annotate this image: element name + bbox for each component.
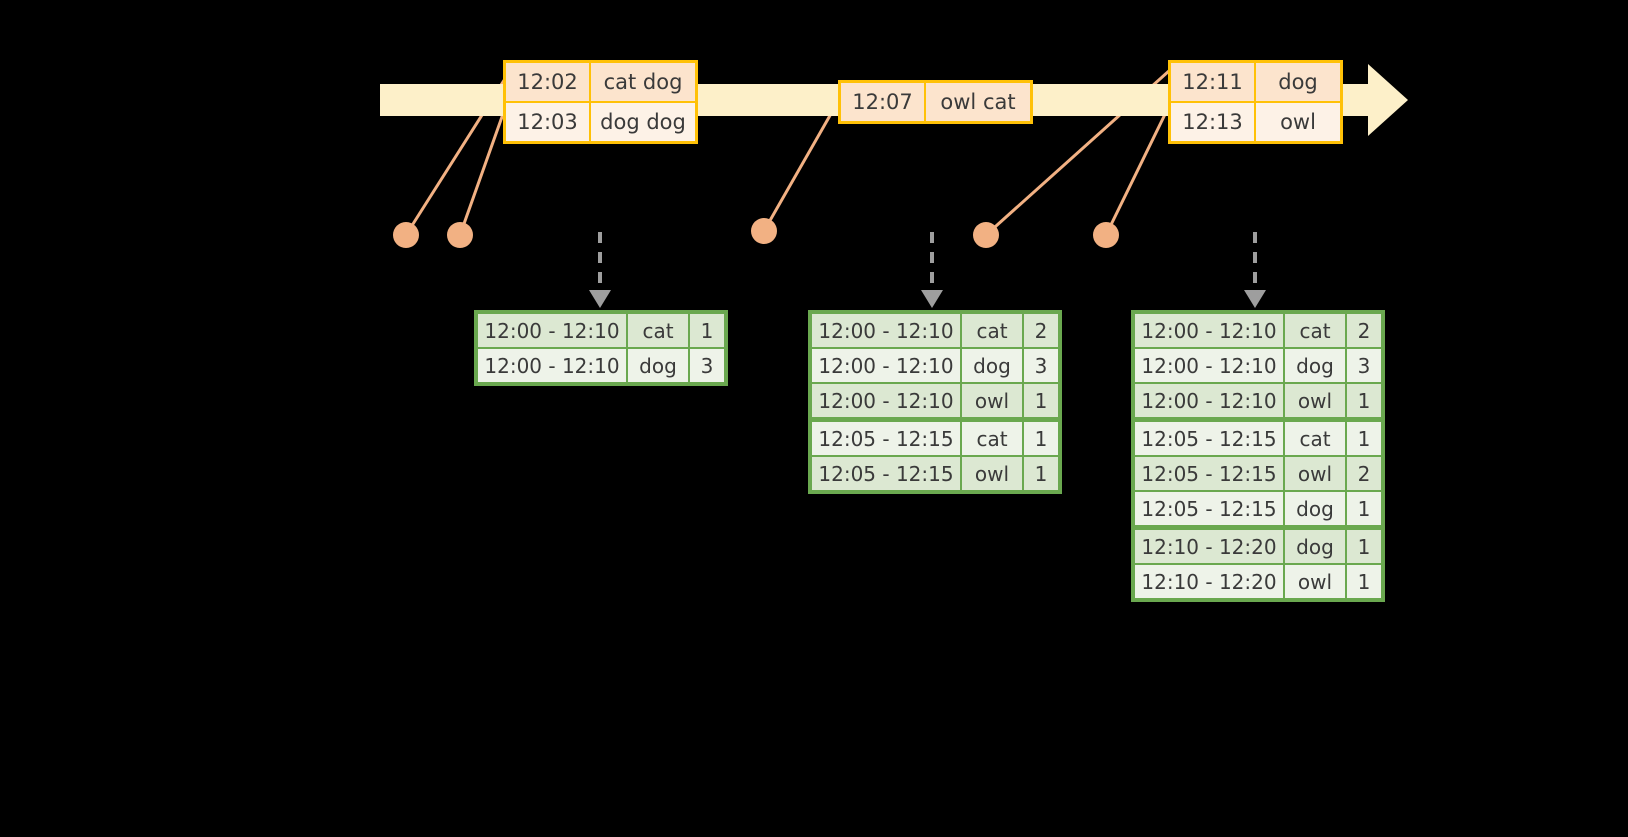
window-cell: 12:00 - 12:10 — [1135, 314, 1283, 347]
link-line-2 — [458, 99, 510, 236]
count-cell: 3 — [1345, 349, 1381, 382]
event-row[interactable]: 12:11 dog — [1171, 63, 1340, 101]
count-cell: 1 — [1345, 384, 1381, 417]
table-row[interactable]: 12:00 - 12:10 owl 1 — [812, 382, 1058, 417]
window-cell: 12:05 - 12:15 — [1135, 457, 1283, 490]
table-row[interactable]: 12:00 - 12:10 owl 1 — [1135, 382, 1381, 417]
table-row[interactable]: 12:10 - 12:20 dog 1 — [1135, 525, 1381, 563]
window-cell: 12:00 - 12:10 — [812, 349, 960, 382]
event-time: 12:03 — [506, 103, 591, 141]
event-row[interactable]: 12:02 cat dog — [506, 63, 695, 101]
count-cell: 3 — [688, 349, 724, 382]
key-cell: dog — [960, 349, 1022, 382]
key-cell: dog — [1283, 492, 1345, 525]
result-table-3[interactable]: 12:00 - 12:10 cat 2 12:00 - 12:10 dog 3 … — [1131, 310, 1385, 602]
emit-arrow-shafts — [598, 232, 1257, 292]
event-value: cat dog — [591, 63, 695, 101]
event-marker-3[interactable] — [751, 218, 777, 244]
event-group-2[interactable]: 12:07 owl cat — [838, 80, 1033, 124]
key-cell: cat — [1283, 422, 1345, 455]
count-cell: 1 — [1022, 422, 1058, 455]
timeline-arrowhead-icon — [1368, 64, 1408, 136]
link-line-3 — [762, 97, 842, 232]
key-cell: owl — [1283, 457, 1345, 490]
key-cell: dog — [1283, 530, 1345, 563]
event-group-1[interactable]: 12:02 cat dog 12:03 dog dog — [503, 60, 698, 144]
window-cell: 12:05 - 12:15 — [1135, 422, 1283, 455]
event-marker-5[interactable] — [1093, 222, 1119, 248]
key-cell: owl — [1283, 565, 1345, 598]
table-row[interactable]: 12:05 - 12:15 owl 2 — [1135, 455, 1381, 490]
window-cell: 12:00 - 12:10 — [1135, 384, 1283, 417]
key-cell: dog — [626, 349, 688, 382]
window-cell: 12:05 - 12:15 — [812, 457, 960, 490]
count-cell: 1 — [1345, 422, 1381, 455]
event-marker-1[interactable] — [393, 222, 419, 248]
window-cell: 12:05 - 12:15 — [1135, 492, 1283, 525]
event-row[interactable]: 12:07 owl cat — [841, 83, 1030, 121]
result-table-1[interactable]: 12:00 - 12:10 cat 1 12:00 - 12:10 dog 3 — [474, 310, 728, 386]
window-cell: 12:00 - 12:10 — [478, 314, 626, 347]
table-row[interactable]: 12:10 - 12:20 owl 1 — [1135, 563, 1381, 598]
count-cell: 1 — [1345, 565, 1381, 598]
emit-arrow-heads — [589, 290, 1266, 308]
window-cell: 12:00 - 12:10 — [812, 384, 960, 417]
event-value: owl — [1256, 103, 1340, 141]
table-row[interactable]: 12:05 - 12:15 dog 1 — [1135, 490, 1381, 525]
table-row[interactable]: 12:05 - 12:15 cat 1 — [1135, 417, 1381, 455]
event-value: dog dog — [591, 103, 695, 141]
window-cell: 12:10 - 12:20 — [1135, 565, 1283, 598]
table-row[interactable]: 12:00 - 12:10 cat 2 — [812, 314, 1058, 347]
count-cell: 1 — [1022, 457, 1058, 490]
event-marker-4[interactable] — [973, 222, 999, 248]
event-row[interactable]: 12:13 owl — [1171, 101, 1340, 141]
key-cell: owl — [960, 457, 1022, 490]
event-group-3[interactable]: 12:11 dog 12:13 owl — [1168, 60, 1343, 144]
event-marker-2[interactable] — [447, 222, 473, 248]
emit-arrow-2-head — [921, 290, 943, 308]
window-cell: 12:10 - 12:20 — [1135, 530, 1283, 563]
event-time: 12:11 — [1171, 63, 1256, 101]
key-cell: cat — [626, 314, 688, 347]
window-cell: 12:05 - 12:15 — [812, 422, 960, 455]
count-cell: 1 — [1345, 530, 1381, 563]
event-value: dog — [1256, 63, 1340, 101]
count-cell: 1 — [1345, 492, 1381, 525]
event-time: 12:02 — [506, 63, 591, 101]
window-cell: 12:00 - 12:10 — [812, 314, 960, 347]
emit-arrow-3-head — [1244, 290, 1266, 308]
table-row[interactable]: 12:00 - 12:10 cat 2 — [1135, 314, 1381, 347]
event-time: 12:13 — [1171, 103, 1256, 141]
count-cell: 2 — [1345, 314, 1381, 347]
event-row[interactable]: 12:03 dog dog — [506, 101, 695, 141]
window-cell: 12:00 - 12:10 — [1135, 349, 1283, 382]
link-line-5 — [1104, 99, 1174, 236]
count-cell: 2 — [1022, 314, 1058, 347]
table-row[interactable]: 12:05 - 12:15 cat 1 — [812, 417, 1058, 455]
key-cell: owl — [960, 384, 1022, 417]
key-cell: cat — [960, 314, 1022, 347]
window-cell: 12:00 - 12:10 — [478, 349, 626, 382]
event-value: owl cat — [926, 83, 1030, 121]
table-row[interactable]: 12:00 - 12:10 dog 3 — [1135, 347, 1381, 382]
key-cell: dog — [1283, 349, 1345, 382]
table-row[interactable]: 12:00 - 12:10 dog 3 — [478, 347, 724, 382]
count-cell: 2 — [1345, 457, 1381, 490]
emit-arrow-1-head — [589, 290, 611, 308]
table-row[interactable]: 12:00 - 12:10 cat 1 — [478, 314, 724, 347]
table-row[interactable]: 12:00 - 12:10 dog 3 — [812, 347, 1058, 382]
key-cell: cat — [1283, 314, 1345, 347]
count-cell: 1 — [1022, 384, 1058, 417]
result-table-2[interactable]: 12:00 - 12:10 cat 2 12:00 - 12:10 dog 3 … — [808, 310, 1062, 494]
table-row[interactable]: 12:05 - 12:15 owl 1 — [812, 455, 1058, 490]
key-cell: cat — [960, 422, 1022, 455]
key-cell: owl — [1283, 384, 1345, 417]
count-cell: 3 — [1022, 349, 1058, 382]
count-cell: 1 — [688, 314, 724, 347]
event-time: 12:07 — [841, 83, 926, 121]
